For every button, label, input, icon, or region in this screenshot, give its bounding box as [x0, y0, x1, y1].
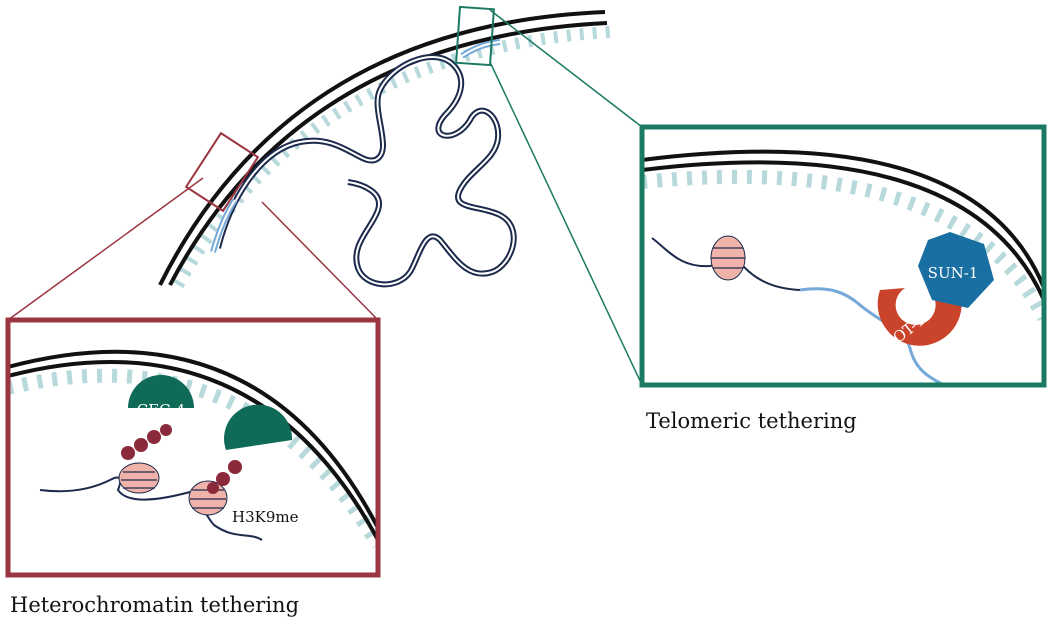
heterochromatin-dna-strand	[39, 476, 263, 541]
cec4-protein-icon	[128, 375, 194, 408]
zoom-line-left-b	[261, 201, 379, 321]
h3k9me-label: H3K9me	[232, 508, 299, 526]
heterochromatin-inset: CEC-4 H3K9me	[5, 317, 381, 578]
zoom-line-right-b	[489, 61, 643, 386]
telomeric-inset-frame	[639, 124, 1047, 388]
pot1-crescent-icon	[877, 288, 962, 346]
outer-nuclear-membrane	[158, 10, 606, 286]
heterochromatin-inset-frame	[5, 317, 381, 578]
heterochromatin-zoom-indicator	[7, 131, 379, 321]
cec4-protein-icon	[224, 404, 293, 450]
inset-outer-membrane	[642, 149, 1044, 289]
inset-inner-membrane	[642, 160, 1044, 301]
heterochromatin-caption: Heterochromatin tethering	[10, 593, 299, 617]
nucleosome-icon	[118, 462, 160, 494]
telomere-zoom-indicator	[455, 5, 643, 386]
nucleosome-icon	[710, 235, 746, 281]
telomeric-inset: SUN-1 POT-1	[639, 124, 1047, 388]
telomere-source-box	[455, 5, 495, 67]
sun1-hexagon-icon	[918, 232, 994, 308]
inset-outer-membrane	[8, 349, 378, 529]
telomeric-caption: Telomeric tethering	[646, 409, 857, 433]
h3k9me-mark-chain-left	[121, 424, 172, 460]
zoom-line-left-a	[7, 177, 204, 321]
zoom-line-right-a	[489, 9, 643, 128]
sun1-label: SUN-1	[928, 264, 979, 282]
h3k9me-mark-chain-right	[207, 460, 242, 494]
inner-nuclear-membrane	[168, 21, 608, 286]
chromosome-loop	[215, 54, 517, 288]
inset-inner-membrane	[8, 359, 378, 541]
inset-lamina-hatch	[8, 368, 378, 549]
cec4-label: CEC-4	[137, 401, 186, 419]
heterochromatin-source-box	[184, 131, 260, 213]
nuclear-envelope-overview	[158, 10, 611, 288]
